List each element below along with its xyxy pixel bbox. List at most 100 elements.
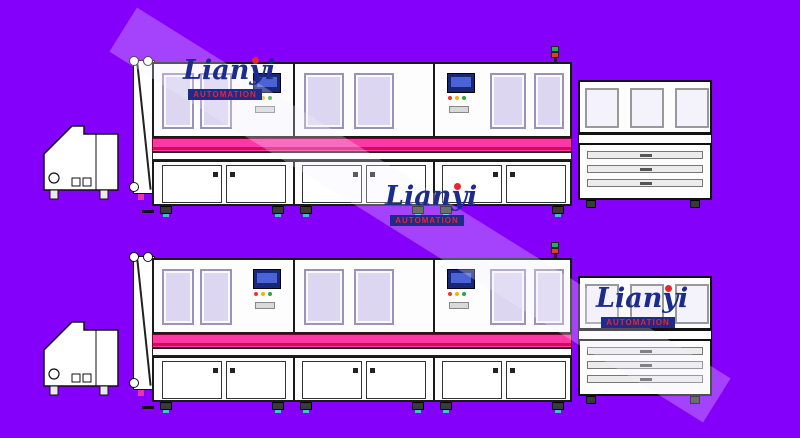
enclosure-window [200,73,232,129]
cabinet-door [506,165,566,203]
red-button [448,96,452,100]
green-button [268,292,272,296]
inspection-window [630,88,664,128]
cabinet-door [162,165,222,203]
machine-foot [690,200,700,208]
hopper-block [82,177,92,187]
tray-drawer [587,347,703,355]
tray-drawer [587,375,703,383]
door-handle [510,368,515,373]
main-process-line [152,62,572,217]
module-divider [293,64,295,136]
cabinet-door [442,361,502,399]
enclosure-window [162,269,194,325]
watermark-brand: Lianyi [596,285,688,312]
watermark-subtitle: AUTOMATION [390,215,464,226]
main-process-line [152,258,572,413]
conveyor-band [152,138,572,152]
hmi-screen [447,73,475,93]
upper-enclosures [152,258,572,334]
drawer-handle [640,168,652,171]
cabinet-door [302,361,362,399]
watermark-dot-icon [252,57,259,64]
tower-light-red [551,52,559,58]
keypad [255,302,275,309]
hopper-drawing [43,321,119,396]
tower-pole [553,58,557,64]
door-handle [493,172,498,177]
lower-cabinets [152,160,572,206]
machine-foot [272,206,284,217]
feeder-hopper [38,120,124,204]
sprocket-wheel [129,182,139,192]
yellow-button [455,292,459,296]
sprocket-wheel [129,252,139,262]
hmi-screen-display [451,77,471,87]
bed-shelf [152,348,572,356]
watermark-brand-text: Lianyi [183,55,276,86]
conveyor-band [152,334,572,348]
cabinet-door [226,165,286,203]
watermark-brand: Lianyi [385,183,477,210]
hopper-leg [99,385,109,396]
green-button [462,96,466,100]
enclosure-window [490,73,526,129]
signal-tower [550,242,560,260]
keypad [449,106,469,113]
inspection-cabinet [578,80,712,210]
enclosure-window [354,269,394,325]
watermark-brand-text: Lianyi [596,283,689,314]
red-button [254,292,258,296]
machine-foot [300,206,312,217]
inspection-upper [578,80,712,134]
cabinet-divider [433,162,435,204]
hmi-screen-display [257,77,277,87]
keypad [449,302,469,309]
button-row [448,96,466,100]
tower-light-green [551,242,559,248]
hopper-block [71,373,81,383]
button-row [448,292,466,296]
inspection-lower [578,339,712,396]
door-handle [230,172,235,177]
control-panel [444,64,476,136]
watermark-subtitle: AUTOMATION [188,89,262,100]
hopper-block [71,177,81,187]
enclosure-window [162,73,194,129]
machine-foot [690,396,700,404]
door-handle [230,368,235,373]
machine-foot [586,396,596,404]
enclosure-window [354,73,394,129]
door-handle [353,172,358,177]
drawer-handle [640,350,652,353]
inspection-window [675,284,709,324]
module-divider [433,64,435,136]
enclosure-window [304,73,344,129]
cabinet-door [366,361,426,399]
feeder-hopper [38,316,124,400]
dimension-tick [142,210,154,213]
belt-guide [138,390,144,396]
tray-drawer [587,361,703,369]
module-divider [293,260,295,332]
door-handle [370,172,375,177]
machine-foot [440,402,452,413]
hopper-knob [48,172,60,184]
watermark-dot-icon [454,183,461,190]
enclosure-window [534,73,564,129]
watermark-logo: Lianyi AUTOMATION [596,285,688,330]
upper-enclosures [152,62,572,138]
module-divider [433,260,435,332]
inspection-window [675,88,709,128]
enclosure-window [490,269,526,325]
sprocket-wheel [129,56,139,66]
cabinet-door [162,361,222,399]
tower-pole [553,254,557,260]
sprocket-wheel [143,56,153,66]
cabinet-door [506,361,566,399]
hmi-screen [253,73,281,93]
lower-cabinets [152,356,572,402]
hopper-drawing [43,125,119,200]
machine-foot [272,402,284,413]
hmi-screen [447,269,475,289]
